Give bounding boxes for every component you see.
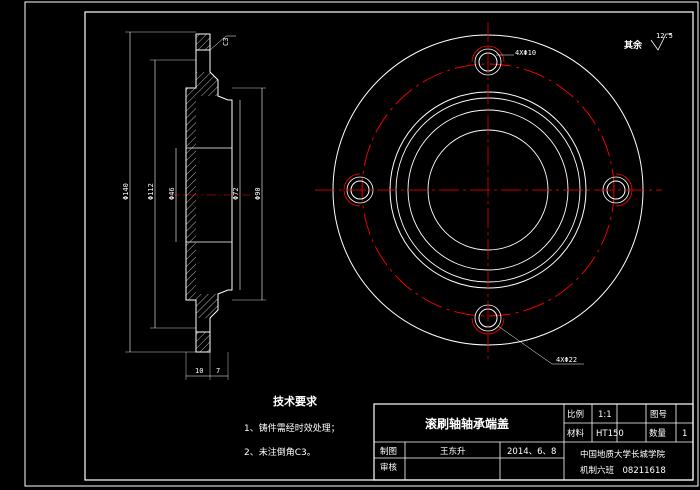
section-hatch-top [195, 33, 211, 51]
part-name: 滚刷轴轴承端盖 [425, 416, 509, 431]
material-label: 材料 [567, 428, 585, 439]
quantity-label: 数量 [649, 428, 667, 439]
tech-requirement-1: 1、铸件需经时效处理； [244, 422, 340, 434]
dim-dia-140: Φ140 [122, 183, 130, 200]
scale-label: 比例 [567, 409, 584, 420]
section-hatch-lowmid [196, 294, 218, 318]
roughness-label: 其余 [624, 39, 643, 51]
dim-width-10: 10 [195, 367, 203, 375]
tech-requirements: 技术要求 1、铸件需经时效处理； 2、未注倒角C3。 [244, 394, 340, 458]
drawing-date: 2014、6、8 [507, 447, 556, 457]
title-block: 滚刷轴轴承端盖 比例 1:1 图号 材料 HT150 数量 1 制图 王东升 2… [373, 403, 694, 481]
dim-dia-90: Φ90 [254, 187, 262, 200]
dim-hole-bottom: 4XΦ22 [556, 356, 577, 364]
surface-roughness-note: 其余 12.5 [624, 32, 673, 51]
dim-dia-112: Φ112 [147, 183, 155, 200]
drawing-no-label: 图号 [650, 410, 667, 420]
drawn-label: 制图 [380, 446, 397, 457]
drawn-by: 王东升 [440, 446, 466, 457]
tech-requirement-2: 2、未注倒角C3。 [244, 446, 316, 458]
dim-dia-72: Φ72 [232, 187, 240, 200]
tech-requirements-title: 技术要求 [273, 394, 318, 408]
front-view: 4XΦ10 4XΦ22 [315, 22, 662, 365]
school-name: 中国地质大学长城学院 [580, 449, 666, 460]
section-hatch-web [186, 88, 196, 300]
quantity-value: 1 [682, 429, 687, 439]
sheet-border [24, 1, 699, 487]
dim-chamfer: C3 [222, 38, 230, 46]
section-view: C3 Φ140 Φ112 Φ46 Φ72 Φ90 10 7 [122, 31, 266, 380]
section-hatch-bottom [195, 331, 211, 353]
section-hatch-mid [196, 72, 218, 96]
dim-hole-top: 4XΦ10 [515, 49, 536, 57]
dim-dia-46: Φ46 [168, 187, 176, 200]
scale-value: 1:1 [598, 410, 612, 420]
roughness-symbol-icon [650, 33, 672, 51]
class-info: 机制六班 08211618 [580, 465, 666, 476]
dim-width-7: 7 [216, 367, 220, 375]
roughness-value: 12.5 [656, 32, 673, 40]
material-value: HT150 [596, 429, 624, 439]
checked-label: 审核 [380, 462, 398, 473]
